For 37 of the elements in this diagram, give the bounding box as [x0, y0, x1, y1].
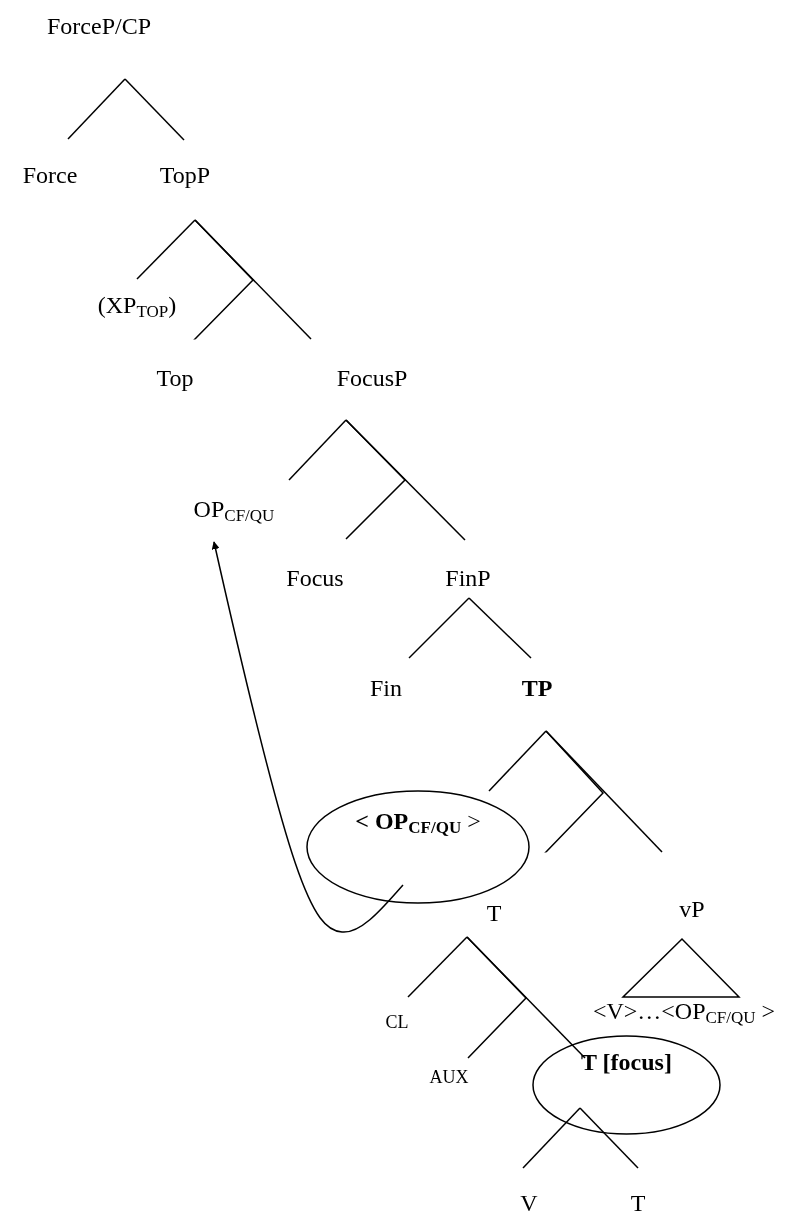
- category-label: AUX: [429, 1068, 469, 1088]
- category-label: TP: [521, 674, 553, 702]
- category-label: TopP: [159, 161, 211, 189]
- category-label: FocusP: [336, 364, 408, 392]
- branch-line: [345, 419, 466, 541]
- category-label: (XP$_{TOP}$): [97, 291, 177, 319]
- branch-line: [545, 730, 663, 853]
- category-label: OP$_{CF/QU}$: [193, 495, 275, 523]
- category-label: FinP: [445, 564, 491, 592]
- category-label: < OP$_{CF/QU}$ >: [354, 808, 482, 835]
- branch-line: [67, 78, 126, 140]
- category-label: T: [630, 1189, 646, 1217]
- category-label: ForceP/CP: [47, 12, 151, 40]
- branch-line: [579, 1107, 639, 1169]
- category-label: T: [486, 899, 502, 927]
- branch-line: [468, 597, 532, 659]
- movement-arrow: [211, 541, 404, 933]
- category-label: vP: [679, 895, 705, 923]
- category-label: Focus: [286, 564, 344, 592]
- ellipse-node: [306, 790, 530, 904]
- category-label: CL: [385, 1013, 409, 1033]
- branch-line: [522, 1107, 581, 1169]
- branch-line: [288, 419, 347, 481]
- constituent-text: <V>…<OP$_{CF/QU}$ >: [591, 998, 777, 1025]
- category-label: Force: [22, 161, 78, 189]
- category-label: Top: [156, 364, 194, 392]
- branch-line: [408, 597, 470, 659]
- branch-line: [488, 730, 547, 792]
- branch-line: [466, 936, 586, 1059]
- branch-line: [407, 936, 468, 998]
- branch-line: [124, 78, 185, 141]
- branch-line: [194, 219, 312, 340]
- category-label: V: [520, 1189, 538, 1217]
- ellipse-node: [532, 1035, 721, 1135]
- category-label: T [focus]: [580, 1049, 673, 1076]
- category-label: Fin: [370, 674, 402, 702]
- branch-line: [136, 219, 196, 280]
